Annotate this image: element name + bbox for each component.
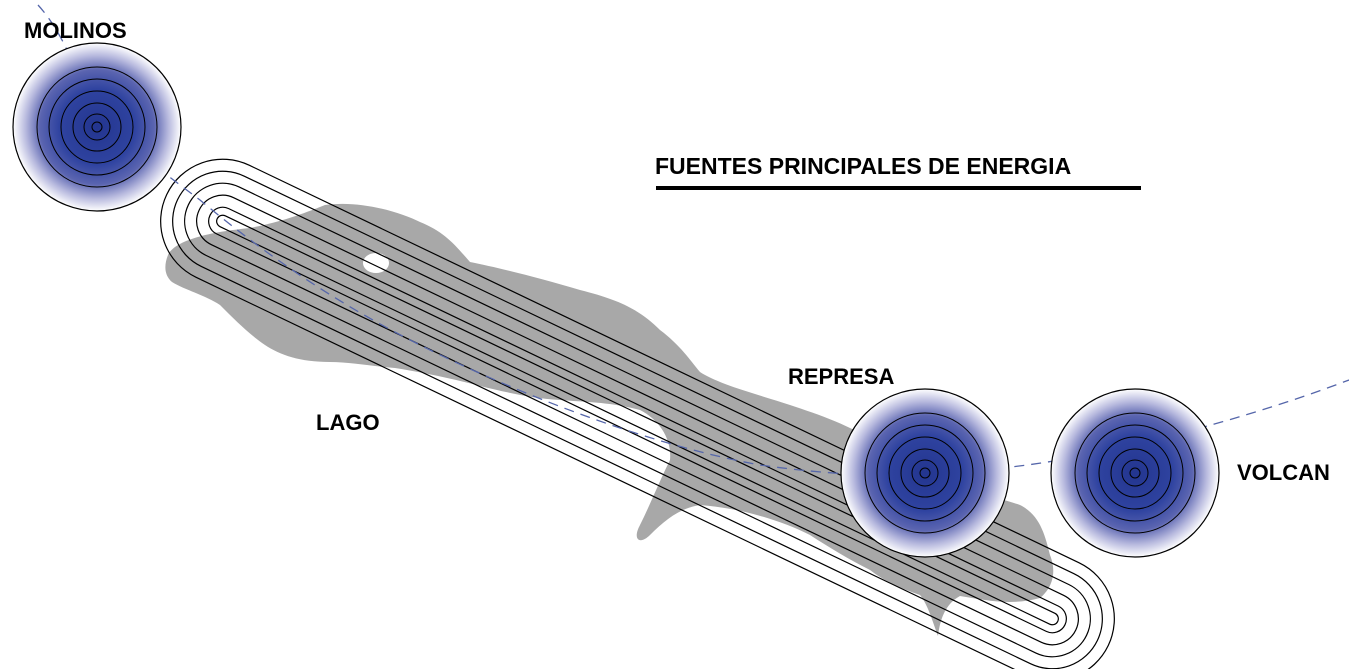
label-volcan: VOLCAN: [1237, 460, 1330, 485]
node-represa: [840, 388, 1010, 558]
lake-islet: [363, 253, 389, 273]
diagram-title: FUENTES PRINCIPALES DE ENERGIA: [655, 153, 1071, 179]
energy-corridor: [160, 158, 1115, 669]
label-molinos: MOLINOS: [24, 18, 127, 43]
node-molinos: [12, 42, 182, 212]
label-represa: REPRESA: [788, 364, 894, 389]
label-lago: LAGO: [316, 410, 380, 435]
node-volcan: [1050, 388, 1220, 558]
